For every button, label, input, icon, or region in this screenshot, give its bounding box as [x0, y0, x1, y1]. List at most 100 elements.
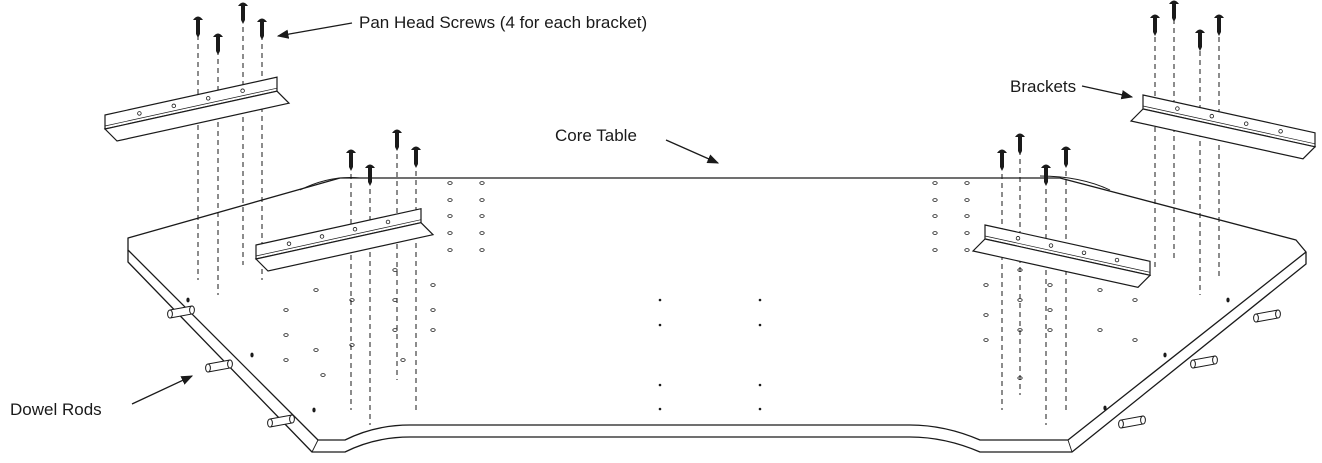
bracket	[1129, 94, 1317, 160]
mounting-holes	[186, 181, 1230, 413]
screw-tip	[349, 167, 353, 171]
mounting-hole	[932, 248, 938, 252]
screw-shank	[241, 6, 245, 20]
mounting-hole	[479, 214, 485, 218]
dowel-end	[1253, 313, 1259, 323]
pan-head-screw	[392, 129, 402, 151]
screw-head	[257, 18, 267, 22]
dowel-end	[1190, 359, 1196, 369]
bracket-bend-line	[255, 219, 422, 257]
dowel-body	[1255, 309, 1279, 323]
dowel-end	[1212, 355, 1218, 365]
bracket	[103, 76, 291, 142]
dowel-end	[1275, 309, 1281, 319]
mounting-hole	[430, 283, 436, 287]
dowel-body	[169, 305, 193, 319]
screw-head	[1015, 133, 1025, 137]
dowel-body	[207, 359, 231, 373]
mounting-hole	[1047, 308, 1053, 312]
screw-head	[193, 16, 203, 20]
screw-shank	[1153, 18, 1157, 32]
mounting-hole	[479, 231, 485, 235]
screw-tip	[1018, 151, 1022, 155]
dowel-end	[289, 414, 295, 424]
dowel-hole	[1226, 297, 1230, 303]
screw-head	[213, 33, 223, 37]
screw-head	[392, 129, 402, 133]
mounting-hole	[964, 248, 970, 252]
screw-shank	[395, 133, 399, 147]
screw-shank	[216, 37, 220, 51]
brackets-arrow	[1081, 85, 1134, 100]
pan-head-screws	[193, 0, 1224, 186]
mounting-hole	[349, 343, 355, 347]
screw-head	[411, 146, 421, 150]
pan-head-screw	[346, 149, 356, 171]
mounting-hole	[479, 198, 485, 202]
mounting-hole	[479, 248, 485, 252]
dowel-hole	[312, 407, 316, 413]
brackets-group	[103, 76, 1317, 288]
screws-callout-label: Pan Head Screws (4 for each bracket)	[359, 13, 648, 32]
mounting-hole	[447, 181, 453, 185]
pan-head-screw	[1041, 164, 1051, 186]
mounting-hole	[283, 358, 289, 362]
callout-arrows	[131, 22, 1134, 405]
screw-head	[346, 149, 356, 153]
screw-head	[997, 149, 1007, 153]
mounting-hole	[932, 214, 938, 218]
screw-tip	[1153, 32, 1157, 36]
screw-head	[1061, 146, 1071, 150]
mounting-hole	[283, 308, 289, 312]
mounting-hole	[932, 181, 938, 185]
bracket-bend-line	[1142, 105, 1316, 145]
bracket-hole	[1175, 106, 1180, 111]
pan-head-screw	[1015, 133, 1025, 155]
mounting-hole	[313, 288, 319, 292]
dowel-rod	[1190, 355, 1218, 369]
bracket-hole	[1015, 236, 1021, 241]
screw-shank	[414, 150, 418, 164]
screw-head	[1169, 0, 1179, 4]
bracket-hole	[1243, 121, 1249, 126]
core-table-callout-label: Core Table	[555, 126, 637, 145]
mounting-hole	[313, 348, 319, 352]
screw-shank	[349, 153, 353, 167]
table-rim-line	[311, 439, 1073, 453]
bracket-hole	[240, 88, 245, 93]
bracket-hole	[385, 219, 391, 225]
bracket-hole	[1081, 250, 1087, 255]
mounting-hole	[400, 358, 406, 362]
bracket-hole	[352, 227, 358, 232]
dowel-rod	[1118, 415, 1146, 429]
dowel-end	[189, 305, 195, 315]
mounting-hole	[983, 313, 989, 317]
mounting-hole	[447, 231, 453, 235]
screw-tip	[241, 20, 245, 24]
dowel-rods	[167, 305, 1281, 429]
table-top-outline	[127, 177, 1307, 441]
screw-shank	[260, 22, 264, 36]
screw-shank	[1198, 33, 1202, 47]
mounting-hole	[349, 298, 355, 302]
core-table-arrow	[665, 139, 720, 164]
pilot-hole	[658, 407, 662, 411]
mounting-hole	[447, 248, 453, 252]
screw-tip	[395, 147, 399, 151]
dowel-rod	[205, 359, 233, 373]
screw-tip	[1217, 32, 1221, 36]
mounting-hole	[1047, 283, 1053, 287]
screw-shank	[1172, 4, 1176, 18]
mounting-hole	[1097, 328, 1103, 332]
pilot-hole	[758, 323, 762, 327]
dowel-body	[1120, 415, 1144, 429]
mounting-hole	[964, 231, 970, 235]
mounting-hole	[447, 198, 453, 202]
mounting-hole	[964, 198, 970, 202]
pan-head-screw	[1214, 14, 1224, 36]
bracket-hole	[171, 103, 176, 109]
bracket-hole	[1114, 257, 1120, 263]
screws-arrow	[276, 22, 353, 39]
screw-shank	[368, 168, 372, 182]
dowel-rods-arrow	[131, 375, 194, 405]
